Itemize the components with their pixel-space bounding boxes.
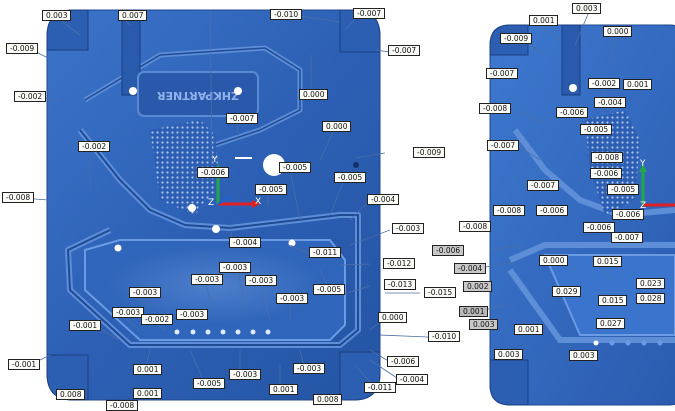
- left-part: ZHKPARTNER Y X Z: [46, 9, 381, 401]
- deviation-label: 0.029: [552, 286, 582, 297]
- deviation-label: -0.009: [6, 43, 39, 54]
- deviation-label: 0.008: [56, 389, 86, 400]
- deviation-label: -0.003: [191, 274, 224, 285]
- deviation-label: 0.003: [494, 349, 524, 360]
- deviation-label: 0.001: [623, 79, 653, 90]
- deviation-label: -0.002: [141, 314, 174, 325]
- deviation-label: -0.007: [611, 232, 644, 243]
- deviation-label: -0.008: [493, 205, 526, 216]
- deviation-label: 0.001: [269, 384, 299, 395]
- deviation-label: -0.007: [353, 8, 386, 19]
- deviation-label: 0.001: [514, 324, 544, 335]
- deviation-label: -0.004: [594, 97, 627, 108]
- deviation-label: 0.001: [459, 306, 489, 317]
- deviation-label: -0.013: [384, 279, 417, 290]
- deviation-label: -0.003: [392, 223, 425, 234]
- axis-x-label: X: [255, 197, 261, 207]
- deviation-label: -0.009: [500, 33, 533, 44]
- deviation-label: 0.000: [539, 255, 569, 266]
- deviation-label: -0.001: [8, 359, 41, 370]
- deviation-label: 0.000: [378, 312, 408, 323]
- deviation-label: 0.015: [598, 295, 628, 306]
- deviation-label: -0.005: [279, 162, 312, 173]
- deviation-label: 0.002: [463, 281, 493, 292]
- deviation-label: 0.001: [133, 388, 163, 399]
- embossed-text: ZHKPARTNER: [157, 89, 239, 102]
- deviation-label: 0.015: [593, 256, 623, 267]
- bottom-hole-row: [174, 329, 271, 335]
- deviation-label: 0.023: [636, 278, 666, 289]
- deviation-label: -0.003: [219, 262, 252, 273]
- deviation-label: -0.008: [2, 192, 35, 203]
- deviation-label: -0.009: [413, 147, 446, 158]
- deviation-label: -0.007: [226, 113, 259, 124]
- deviation-label: -0.002: [78, 141, 111, 152]
- deviation-label: -0.007: [388, 45, 421, 56]
- deviation-label: -0.005: [255, 184, 288, 195]
- deviation-label: 0.003: [469, 319, 499, 330]
- deviation-label: -0.002: [588, 78, 621, 89]
- deviation-label: -0.006: [432, 245, 465, 256]
- deviation-label: -0.008: [479, 103, 512, 114]
- deviation-label: -0.003: [276, 293, 309, 304]
- deviation-label: 0.028: [636, 293, 666, 304]
- deviation-label: -0.006: [387, 356, 420, 367]
- deviation-label: -0.006: [612, 209, 645, 220]
- deviation-label: -0.015: [424, 287, 457, 298]
- deviation-label: 0.027: [596, 318, 626, 329]
- deviation-label: -0.005: [313, 284, 346, 295]
- deviation-label: 0.001: [133, 364, 163, 375]
- right-axis-y-label: Y: [639, 159, 646, 169]
- deviation-label: -0.003: [129, 287, 162, 298]
- deviation-label: -0.003: [245, 275, 278, 286]
- deviation-label: 0.001: [529, 15, 559, 26]
- deviation-label: -0.005: [607, 184, 640, 195]
- deviation-label: -0.002: [14, 91, 47, 102]
- deviation-label: -0.010: [270, 9, 303, 20]
- deviation-label: -0.008: [591, 152, 624, 163]
- right-axis-triad: Y Z: [639, 159, 675, 211]
- axis-z-label: Z: [208, 198, 214, 208]
- deviation-label: 0.008: [313, 394, 343, 405]
- deviation-label: 0.000: [322, 121, 352, 132]
- deviation-label: -0.010: [428, 331, 461, 342]
- deviation-label: -0.004: [454, 263, 487, 274]
- deviation-label: -0.006: [197, 167, 230, 178]
- deviation-label: -0.003: [229, 369, 262, 380]
- deviation-label: -0.007: [486, 68, 519, 79]
- deviation-label: -0.005: [334, 172, 367, 183]
- deviation-label: -0.003: [176, 309, 209, 320]
- deviation-label: -0.004: [396, 374, 429, 385]
- deviation-label: -0.005: [580, 124, 613, 135]
- deviation-label: 0.003: [572, 3, 602, 14]
- deviation-label: -0.005: [193, 378, 226, 389]
- right-axis-z-label: Z: [640, 201, 646, 211]
- deviation-label: 0.007: [118, 10, 148, 21]
- deviation-label: -0.008: [106, 400, 139, 411]
- deviation-label: 0.000: [603, 26, 633, 37]
- deviation-label: -0.004: [367, 194, 400, 205]
- deviation-label: -0.003: [293, 363, 326, 374]
- deviation-label: -0.011: [309, 247, 342, 258]
- deviation-label: -0.006: [556, 107, 589, 118]
- deviation-label: -0.012: [383, 258, 416, 269]
- deviation-label: 0.003: [42, 10, 72, 21]
- deviation-label: -0.001: [69, 320, 102, 331]
- deviation-label: -0.008: [459, 221, 492, 232]
- deviation-label: -0.007: [487, 140, 520, 151]
- deviation-label: -0.007: [527, 180, 560, 191]
- deviation-label: -0.011: [364, 382, 397, 393]
- axis-y-label: Y: [211, 155, 218, 165]
- deviation-label: -0.006: [536, 205, 569, 216]
- deviation-label: -0.006: [583, 222, 616, 233]
- deviation-label: 0.003: [569, 350, 599, 361]
- deviation-label: 0.000: [299, 89, 329, 100]
- deviation-label: -0.006: [590, 168, 623, 179]
- deviation-label: -0.003: [112, 307, 145, 318]
- deviation-label: -0.004: [229, 237, 262, 248]
